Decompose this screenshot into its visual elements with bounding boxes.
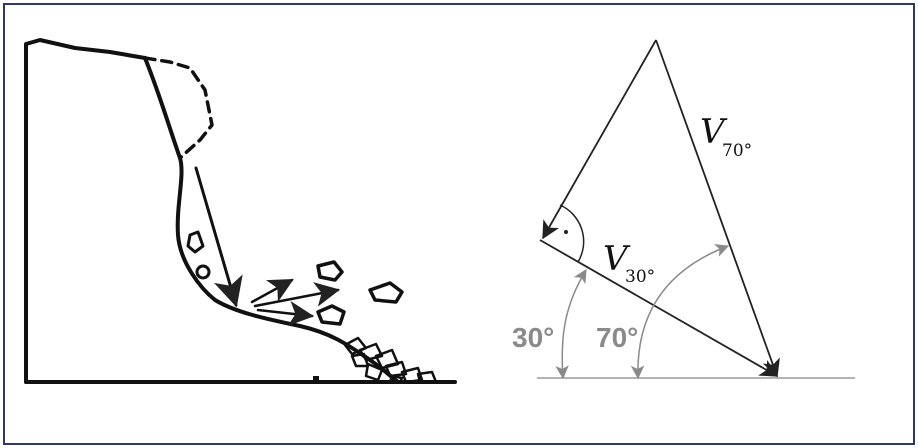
angle-arc-70 <box>630 244 730 380</box>
v70-subscript: 70° <box>722 141 752 161</box>
v30-subscript: 30° <box>625 267 655 287</box>
angle-label-70: 70° <box>596 322 638 353</box>
vector-v70 <box>655 39 780 378</box>
right-angle-dot-icon <box>559 204 585 263</box>
vector-from-apex <box>542 39 657 240</box>
slope-face <box>143 56 400 384</box>
v70-symbol: V <box>700 112 728 152</box>
outer-border <box>3 3 915 445</box>
angle-label-30: 30° <box>512 322 554 353</box>
flying-rock-1 <box>316 260 344 282</box>
vector-diagram: V 70° V 30° 30° 70° <box>512 39 855 380</box>
bounce-arrow-1 <box>250 278 294 304</box>
right-angle-dot <box>564 230 568 234</box>
vector-v30 <box>539 239 779 377</box>
bounce-arrow-3 <box>256 301 315 326</box>
fall-arrow <box>194 166 243 308</box>
rockfall-slope-sketch <box>24 38 457 384</box>
talus-pile <box>343 336 438 384</box>
pebble-1 <box>186 230 205 254</box>
flying-rock-3 <box>316 304 346 326</box>
flying-rock-2 <box>368 281 404 304</box>
angle-arc-30 <box>555 269 587 380</box>
cliff-top-outline <box>24 38 147 384</box>
pebble-2 <box>195 264 211 280</box>
v30-symbol: V <box>603 239 631 279</box>
bounce-arrow-2 <box>253 282 341 308</box>
detaching-block-outline <box>143 56 214 160</box>
ground-marker <box>313 376 319 382</box>
